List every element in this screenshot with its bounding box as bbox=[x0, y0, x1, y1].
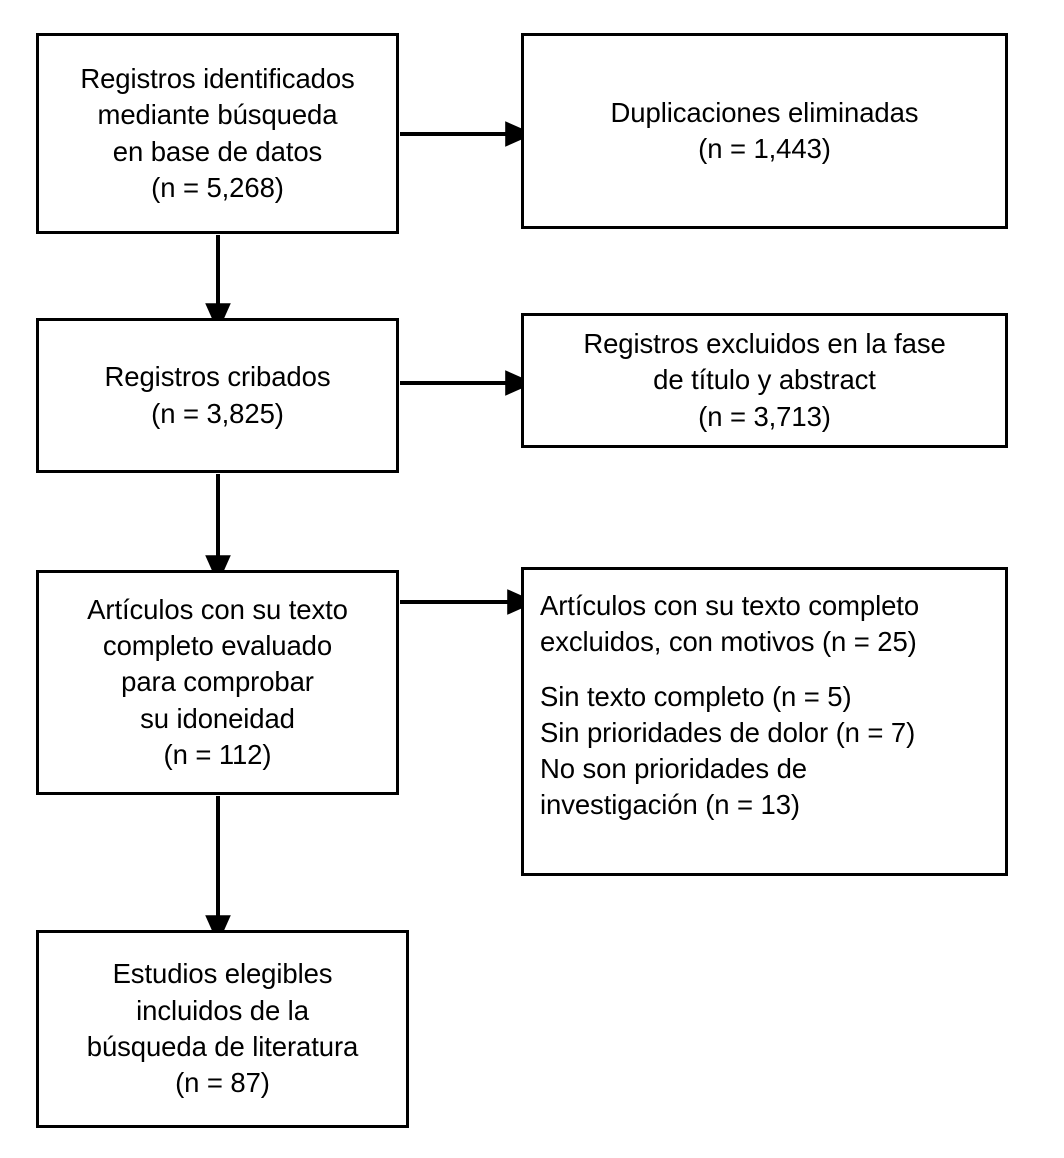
node-count: (n = 112) bbox=[163, 738, 272, 770]
node-line: Registros identificados bbox=[80, 62, 355, 94]
node-fulltext-assessed: Artículos con su texto completo evaluado… bbox=[36, 570, 399, 795]
node-line: Artículos con su texto completo bbox=[540, 590, 920, 621]
node-line: búsqueda de literatura bbox=[86, 1031, 359, 1062]
node-count: (n = 5,268) bbox=[151, 171, 284, 203]
node-count: (n = 3,825) bbox=[151, 397, 284, 429]
node-line: Registros excluidos en la fase bbox=[583, 328, 946, 360]
exclusion-reason: investigación (n = 13) bbox=[540, 789, 800, 821]
node-fulltext-excluded-with-reasons: Artículos con su texto completo excluido… bbox=[521, 567, 1008, 876]
node-count: (n = 3,713) bbox=[698, 400, 831, 432]
exclusion-reason: Sin prioridades de dolor (n = 7) bbox=[540, 716, 916, 748]
node-line: mediante búsqueda bbox=[97, 99, 338, 131]
node-count: excluidos, con motivos (n = 25) bbox=[540, 626, 917, 658]
exclusion-reason: Sin texto completo (n = 5) bbox=[540, 680, 852, 712]
node-line: completo evaluado bbox=[102, 630, 333, 662]
node-count: (n = 87) bbox=[175, 1067, 270, 1099]
exclusion-reason: No son prioridades de bbox=[540, 753, 807, 785]
node-line: Artículos con su texto bbox=[87, 593, 348, 625]
node-studies-included: Estudios elegibles incluidos de la búsqu… bbox=[36, 930, 409, 1128]
node-line: incluidos de la bbox=[136, 994, 309, 1026]
node-records-identified: Registros identificados mediante búsqued… bbox=[36, 33, 399, 234]
node-count: (n = 1,443) bbox=[698, 133, 831, 164]
node-line: de título y abstract bbox=[653, 364, 876, 396]
node-records-excluded-title-abstract: Registros excluidos en la fase de título… bbox=[521, 313, 1008, 448]
node-line: Duplicaciones eliminadas bbox=[610, 96, 919, 128]
node-line: Registros cribados bbox=[104, 361, 331, 393]
node-line: en base de datos bbox=[112, 135, 323, 167]
node-records-screened: Registros cribados (n = 3,825) bbox=[36, 318, 399, 473]
node-line: para comprobar bbox=[121, 666, 314, 698]
node-line: Estudios elegibles bbox=[112, 958, 333, 990]
node-line: su idoneidad bbox=[140, 702, 295, 734]
node-duplicates-removed: Duplicaciones eliminadas (n = 1,443) bbox=[521, 33, 1008, 229]
